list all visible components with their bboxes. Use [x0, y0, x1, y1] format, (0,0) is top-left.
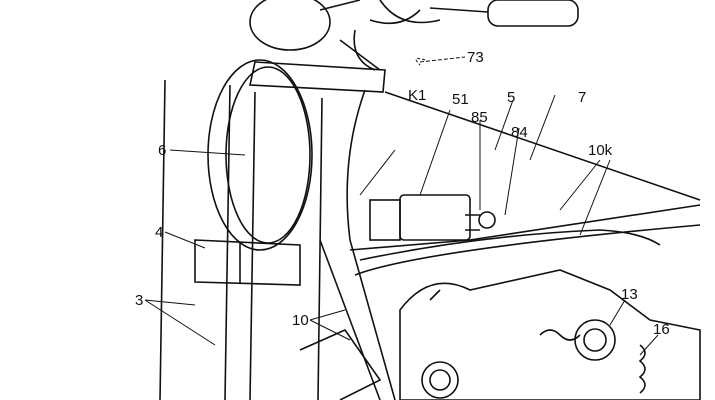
label-85: 85 [471, 109, 488, 126]
handle-grip [353, 0, 579, 71]
label-6: 6 [158, 142, 167, 159]
label-73: 73 [467, 49, 484, 66]
label-4: 4 [155, 224, 164, 241]
component-51 [369, 194, 496, 241]
leader-lines [144, 56, 659, 356]
label-7: 7 [578, 89, 587, 106]
turn-signal [249, 0, 381, 71]
label-10: 10 [292, 312, 309, 329]
label-84: 84 [511, 124, 528, 141]
engine [399, 269, 701, 400]
label-51: 51 [452, 91, 469, 108]
frame [299, 89, 701, 400]
label-13: 13 [621, 286, 638, 303]
label-5: 5 [507, 89, 516, 106]
label-3: 3 [135, 292, 144, 309]
label-k1: K1 [408, 87, 427, 104]
label-16: 16 [653, 321, 670, 338]
headlight [207, 59, 313, 251]
front-fork [159, 61, 386, 400]
label-10k: 10k [588, 142, 613, 159]
